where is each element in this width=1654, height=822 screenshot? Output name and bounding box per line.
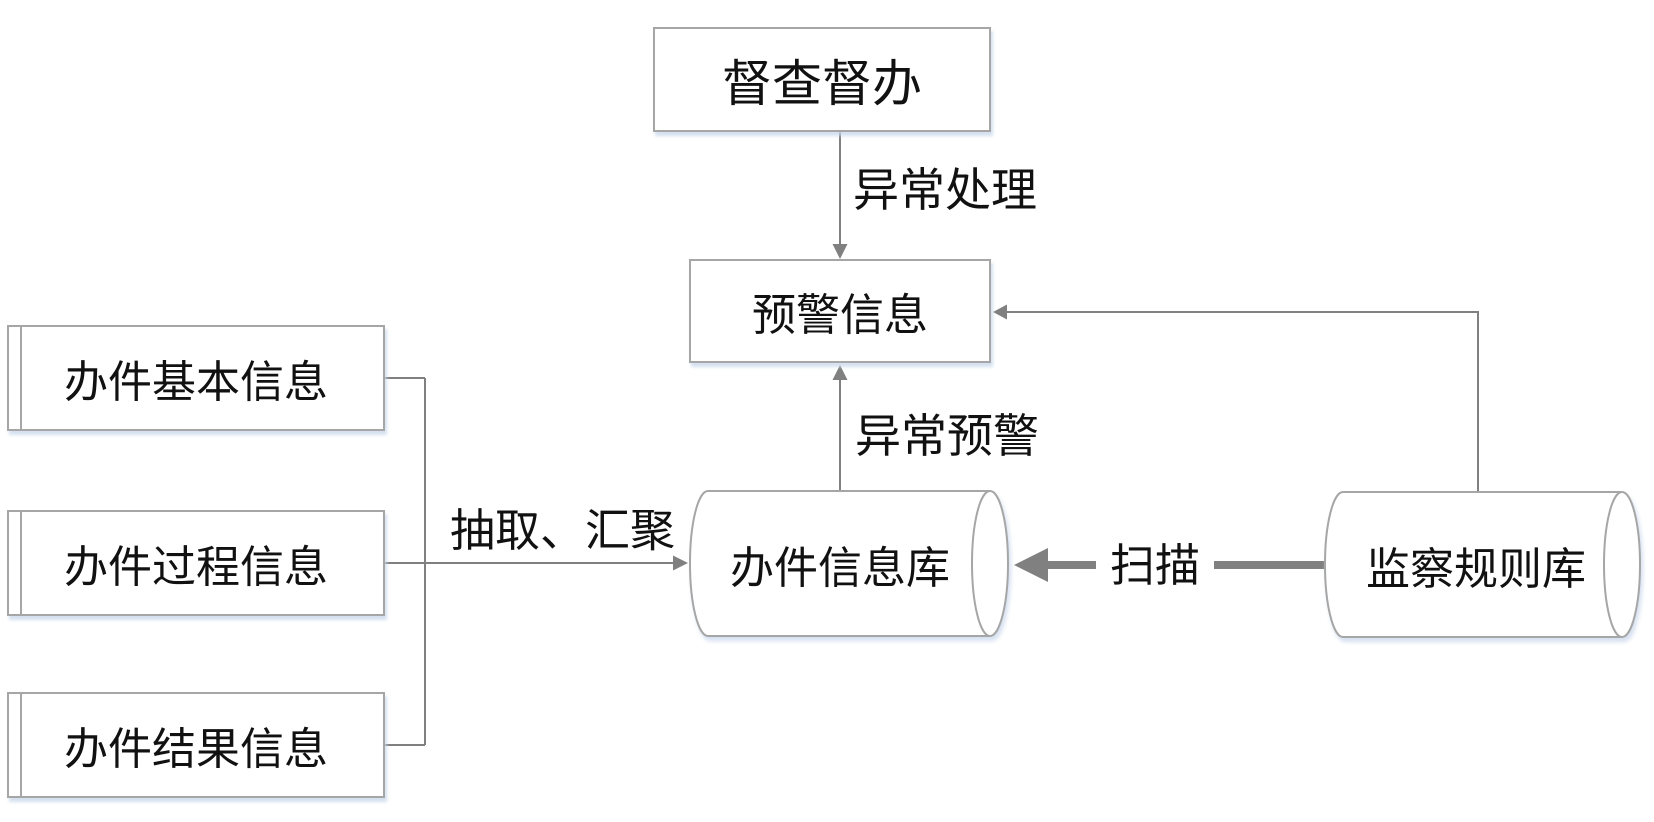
cylinder-case-info-db-rim	[971, 490, 991, 637]
arrowhead-into-case-info-db	[673, 555, 688, 571]
node-case-basic-label: 办件基本信息	[64, 358, 328, 407]
node-case-result: 办件结果信息	[7, 692, 385, 798]
scan-arrowhead	[1014, 548, 1048, 582]
node-case-result-label: 办件结果信息	[64, 725, 328, 774]
node-case-process: 办件过程信息	[7, 510, 385, 616]
edge-label-exception-warning: 异常预警	[855, 410, 1039, 462]
edge-label-extract-aggregate: 抽取、汇聚	[450, 505, 676, 556]
node-supervision: 督查督办	[653, 27, 991, 132]
node-case-basic: 办件基本信息	[7, 325, 385, 431]
line-rules-to-warning	[1006, 311, 1479, 492]
left-double-line	[20, 511, 22, 615]
edge-label-exception-handling: 异常处理	[853, 164, 1037, 216]
node-warning-label: 预警信息	[752, 291, 928, 340]
arrowhead-into-warning-top	[832, 244, 848, 259]
left-double-line	[20, 326, 22, 430]
edge-label-scan: 扫描	[1096, 542, 1215, 589]
node-supervision-label: 督查督办	[722, 55, 922, 112]
cylinder-rules-db-rim	[1603, 491, 1623, 638]
node-case-process-label: 办件过程信息	[64, 543, 328, 592]
arrowhead-into-warning-right	[993, 304, 1007, 320]
node-case-info-db-label: 办件信息库	[730, 543, 950, 593]
node-rules-db: 监察规则库	[1330, 492, 1622, 637]
node-case-info-db: 办件信息库	[690, 491, 990, 636]
left-double-line	[20, 693, 22, 797]
node-warning: 预警信息	[689, 259, 991, 363]
arrowhead-into-warning-bottom	[832, 365, 848, 380]
node-rules-db-label: 监察规则库	[1366, 544, 1586, 594]
